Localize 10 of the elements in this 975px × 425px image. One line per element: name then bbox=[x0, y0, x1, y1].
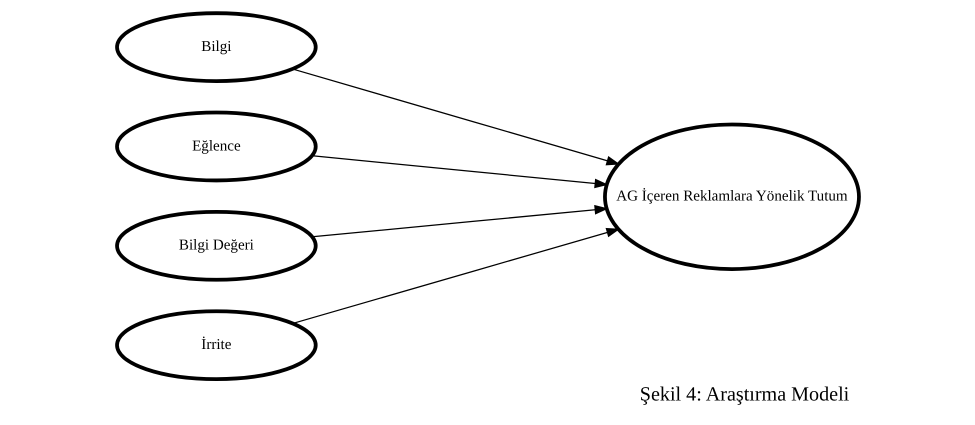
caption: Şekil 4: Araştırma Modeli bbox=[639, 383, 849, 406]
node-ellipse: Bilgi Değeri bbox=[114, 210, 318, 282]
node-ellipse: İrrite bbox=[114, 309, 318, 381]
arrow bbox=[312, 204, 608, 238]
arrow bbox=[292, 228, 620, 324]
node-ellipse: Bilgi bbox=[114, 11, 318, 83]
arrow bbox=[292, 68, 620, 166]
arrow bbox=[312, 155, 608, 188]
node-ellipse: Eğlence bbox=[114, 110, 318, 182]
node-ellipse: AG İçeren Reklamlara Yönelik Tutum bbox=[602, 122, 860, 271]
